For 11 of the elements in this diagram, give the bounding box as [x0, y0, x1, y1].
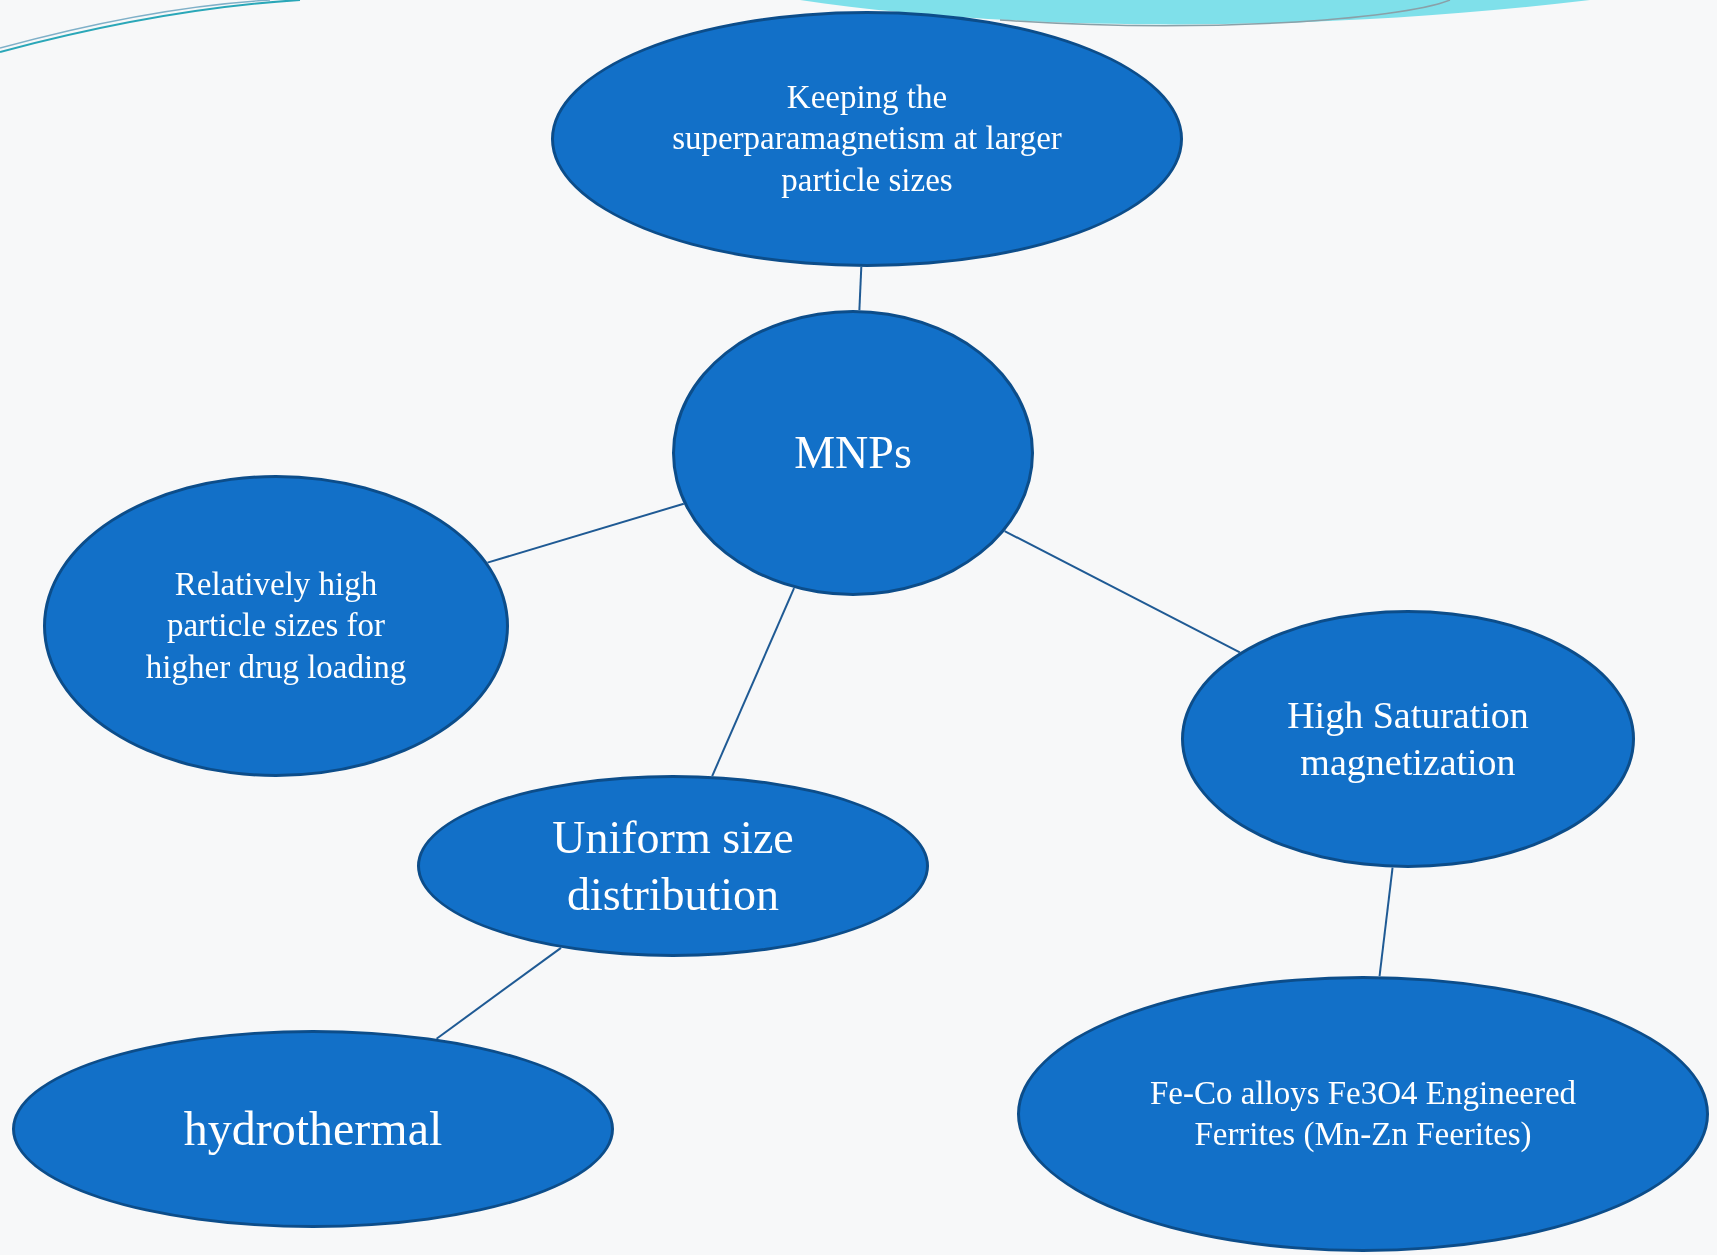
connector-line	[435, 946, 562, 1040]
node-text: Relatively high particle sizes for higher drug loading	[144, 565, 408, 687]
node-text: High Saturation magnetization	[1286, 692, 1530, 785]
node-text: Keeping the superparamagnetism at larger particle sizes	[671, 78, 1063, 200]
node-text: hydrothermal	[183, 1101, 443, 1157]
node-text: MNPs	[794, 426, 912, 481]
connector-line	[1003, 530, 1241, 654]
node-text: Uniform size distribution	[551, 810, 795, 922]
connector-line	[1378, 866, 1394, 978]
connector-line	[858, 266, 863, 312]
node-text: Fe-Co alloys Fe3O4 Engineered Ferrites (Mn-Zn Feerites)	[1148, 1073, 1578, 1154]
